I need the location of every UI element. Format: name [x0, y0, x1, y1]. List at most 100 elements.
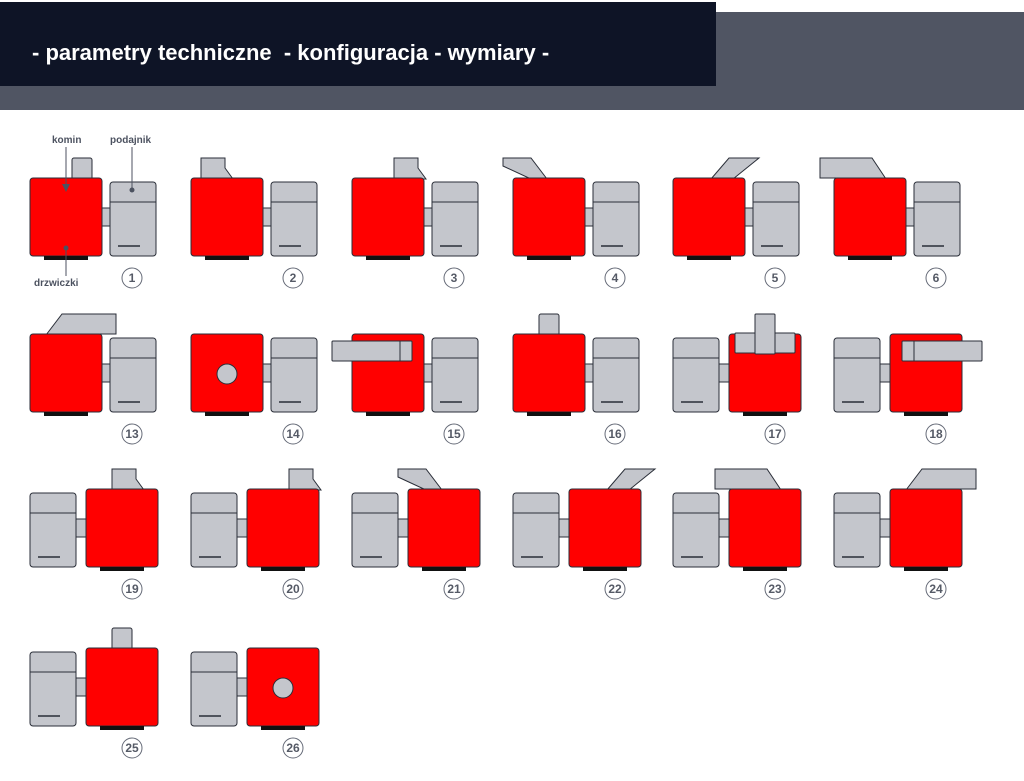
boiler-body [85, 647, 159, 727]
boiler-body [190, 177, 264, 257]
boiler-config-22: 22 [512, 468, 657, 600]
config-number: 2 [290, 271, 297, 285]
boiler-base [422, 567, 466, 571]
connector [75, 677, 87, 697]
connector [718, 518, 730, 538]
config-number-badge [925, 423, 947, 445]
feeder-unit [190, 651, 238, 727]
config-number-badge [121, 737, 143, 759]
chimney-shape [71, 157, 93, 181]
boiler-base [366, 412, 410, 416]
chimney-shape [819, 157, 887, 180]
chimney-shape [200, 157, 234, 180]
boiler-base [743, 567, 787, 571]
legend-door: drzwiczki [34, 278, 79, 289]
boiler-body [407, 488, 481, 568]
config-number-badge [121, 423, 143, 445]
chimney-shape [216, 363, 238, 385]
feeder-unit [270, 337, 318, 413]
connector [879, 363, 891, 383]
chimney-shape [709, 157, 761, 180]
legend-feeder: podajnik [110, 135, 152, 146]
config-number: 16 [608, 427, 622, 441]
boiler-body [833, 177, 907, 257]
config-number-badge [925, 578, 947, 600]
boiler-config-1: 1 [29, 157, 157, 289]
config-number-badge [282, 578, 304, 600]
chimney-shape [111, 627, 133, 651]
boiler-body [672, 177, 746, 257]
boiler-base [100, 726, 144, 730]
boiler-body [246, 488, 320, 568]
feeder-unit [833, 337, 881, 413]
boiler-base [261, 567, 305, 571]
feeder-unit [672, 337, 720, 413]
boiler-config-23: 23 [672, 468, 802, 600]
config-number-badge [282, 423, 304, 445]
boiler-config-19: 19 [29, 468, 159, 600]
config-number: 6 [933, 271, 940, 285]
boiler-base [687, 256, 731, 260]
config-number: 17 [768, 427, 782, 441]
connector [718, 363, 730, 383]
connector [236, 518, 248, 538]
config-number-badge [443, 267, 465, 289]
boiler-config-21: 21 [351, 468, 481, 600]
boiler-body [568, 488, 642, 568]
boiler-base [261, 726, 305, 730]
boiler-config-4: 4 [502, 157, 640, 289]
boiler-base [848, 256, 892, 260]
config-number: 26 [286, 741, 300, 755]
feeder-unit [431, 337, 479, 413]
feeder-unit [190, 492, 238, 568]
config-number-badge [443, 423, 465, 445]
feeder-unit [833, 492, 881, 568]
connector [879, 518, 891, 538]
boiler-base [904, 567, 948, 571]
boiler-config-3: 3 [351, 157, 479, 289]
feeder-unit [512, 492, 560, 568]
boiler-body [728, 488, 802, 568]
config-number: 5 [772, 271, 779, 285]
legend-door-dot [63, 245, 69, 251]
chimney-shape [901, 340, 983, 362]
config-number: 24 [929, 582, 943, 596]
legend-feeder-dot [129, 187, 135, 193]
page-title: - parametry techniczne - konfiguracja - … [32, 40, 550, 65]
boiler-base [44, 412, 88, 416]
config-number: 1 [129, 271, 136, 285]
chimney-shape [111, 468, 145, 491]
config-number: 20 [286, 582, 300, 596]
config-number: 25 [125, 741, 139, 755]
boiler-config-15: 15 [331, 333, 479, 445]
boiler-body [351, 177, 425, 257]
config-number-badge [282, 737, 304, 759]
boiler-config-24: 24 [833, 468, 977, 600]
boiler-base [527, 256, 571, 260]
chimney-shape [502, 157, 549, 180]
feeder-unit [109, 181, 157, 257]
config-number-badge [121, 578, 143, 600]
boiler-base [205, 412, 249, 416]
boiler-base [100, 567, 144, 571]
boiler-body [85, 488, 159, 568]
config-number: 14 [286, 427, 300, 441]
feeder-unit [270, 181, 318, 257]
chimney-shape [288, 468, 322, 491]
config-number-badge [764, 578, 786, 600]
boiler-config-17: 17 [672, 313, 802, 445]
boiler-base [527, 412, 571, 416]
boiler-config-25: 25 [29, 627, 159, 759]
chimney-shape [331, 340, 413, 362]
config-number: 13 [125, 427, 139, 441]
connector [558, 518, 570, 538]
feeder-unit [592, 337, 640, 413]
boiler-body [889, 488, 963, 568]
boiler-body [29, 333, 103, 413]
feeder-unit [351, 492, 399, 568]
config-number: 21 [447, 582, 461, 596]
chimney-shape [714, 468, 782, 491]
connector [75, 518, 87, 538]
